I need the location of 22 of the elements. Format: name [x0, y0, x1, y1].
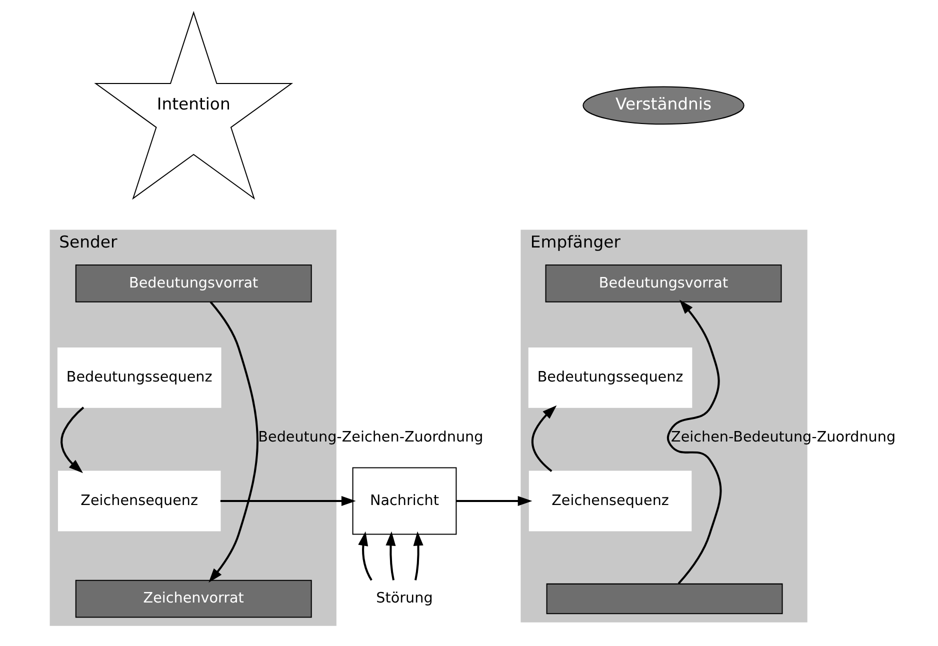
arrow [532, 405, 557, 472]
arrow [413, 531, 424, 580]
arrow [666, 300, 722, 584]
node-box: Zeichensequenz [58, 470, 221, 532]
node-ellipse: Verständnis [582, 86, 744, 125]
node-box: Bedeutungssequenz [57, 347, 222, 408]
arrow [386, 531, 396, 580]
node-bar [546, 583, 783, 614]
arrow [220, 496, 356, 506]
node-text: Störung [376, 590, 433, 607]
node-box: Bedeutungsvorrat [75, 264, 312, 302]
node-box: Zeichensequenz [528, 470, 692, 532]
node-box: Bedeutungssequenz [528, 347, 692, 408]
node-box: Nachricht [352, 467, 457, 535]
arrow [208, 301, 259, 583]
node-box: Bedeutungsvorrat [545, 264, 782, 302]
node-box: Zeichenvorrat [75, 580, 312, 618]
arrow [358, 531, 372, 581]
arrow [60, 406, 84, 474]
edge-label: Zeichen-Bedeutung-Zuordnung [671, 429, 896, 446]
arrow [456, 496, 532, 506]
edge-label: Bedeutung-Zeichen-Zuordnung [258, 429, 484, 446]
